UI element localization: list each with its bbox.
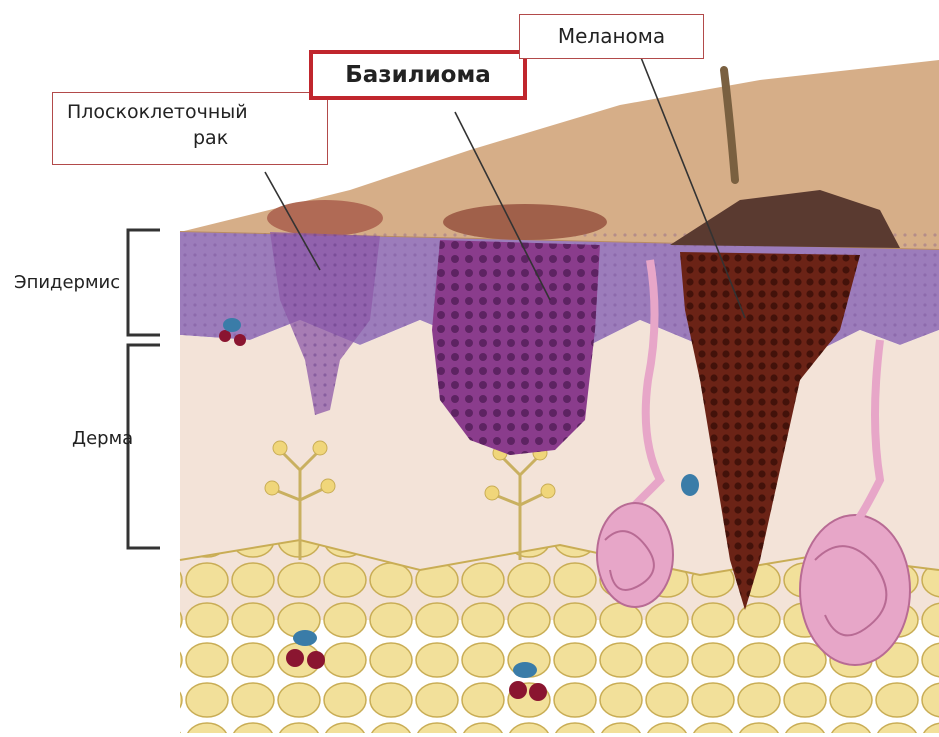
- melanoma-label-text: Меланома: [558, 24, 665, 48]
- melanoma-label: Меланома: [519, 14, 704, 59]
- squamous-cell-label: Плоскоклеточный рак: [52, 92, 328, 165]
- dermis-label: Дерма: [72, 428, 133, 449]
- layer-brackets: [128, 230, 160, 548]
- squamous-cell-label-line1: Плоскоклеточный: [63, 99, 317, 125]
- basal-cell-label: Базилиома: [309, 50, 527, 100]
- basal-cell-label-text: Базилиома: [345, 62, 491, 88]
- squamous-cell-label-line2: рак: [63, 125, 317, 151]
- epidermis-label: Эпидермис: [14, 272, 120, 293]
- epidermis-bracket: [128, 230, 160, 335]
